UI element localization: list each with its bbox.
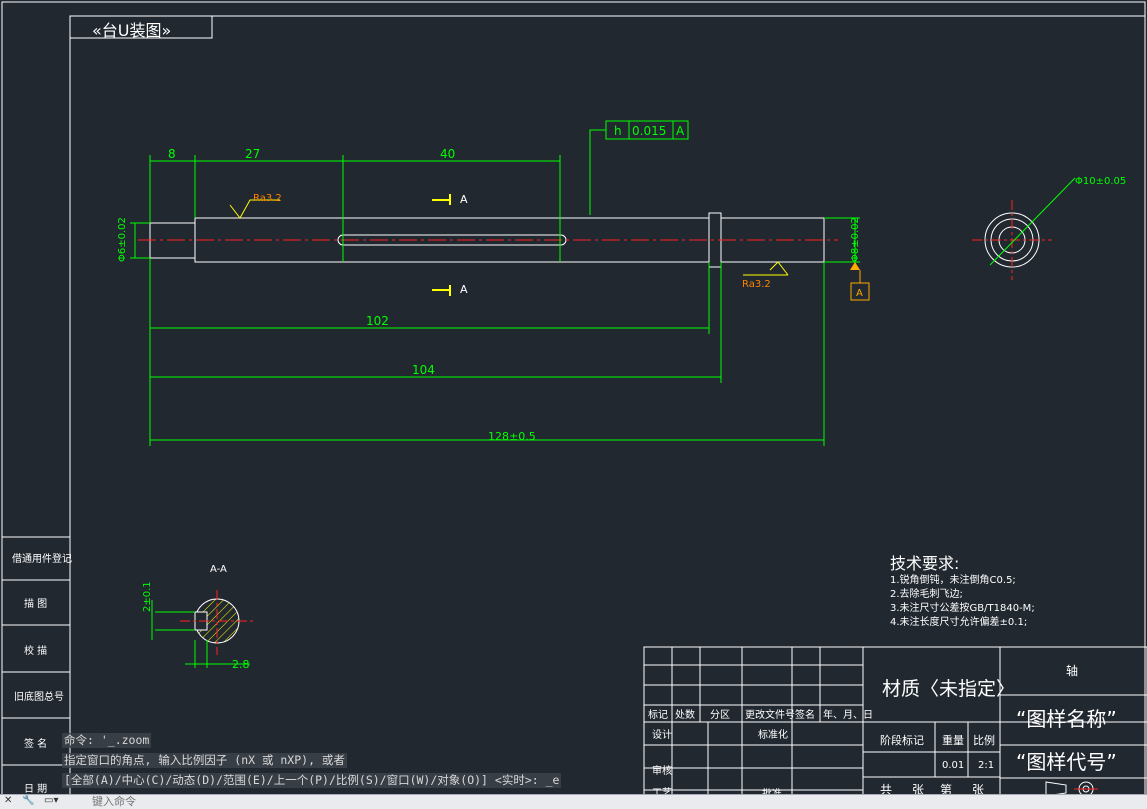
- tech-item-3: 3.未注尺寸公差按GB/T1840-M;: [890, 601, 1035, 614]
- tb-h5: 签名: [795, 708, 815, 721]
- side-row-3: 校 描: [24, 644, 47, 657]
- tb-h1: 标记: [648, 709, 668, 721]
- dim-dia-right: Φ8±0.02: [850, 217, 861, 262]
- tb-weight-label: 重量: [942, 733, 964, 747]
- dim-section-28: 2.8: [232, 658, 250, 671]
- dim-8: 8: [168, 147, 176, 161]
- roughness-1: Ra3.2: [253, 193, 282, 204]
- command-input[interactable]: [92, 795, 1092, 808]
- title-block: [643, 646, 1147, 808]
- side-row-1: 借通用件登记: [12, 552, 72, 565]
- side-row-6: 日 期: [24, 783, 47, 795]
- tech-item-2: 2.去除毛刺飞边;: [890, 587, 963, 600]
- tb-stage: 阶段标记: [880, 733, 924, 747]
- tb-s1: 共: [880, 783, 892, 797]
- tech-item-4: 4.未注长度尺寸允许偏差±0.1;: [890, 615, 1027, 628]
- dim-102: 102: [366, 314, 389, 328]
- tb-h2: 处数: [675, 708, 695, 721]
- tb-scale-label: 比例: [973, 733, 995, 747]
- dim-circle: Φ10±0.05: [1075, 176, 1126, 187]
- side-row-5: 签 名: [24, 737, 47, 750]
- tol-symbol: h: [614, 124, 622, 138]
- tb-h6: 年、月、日: [823, 708, 873, 721]
- dim-section-2: 2±0.1: [142, 581, 153, 612]
- dimension-texts: 8 27 40 102 104 128±0.5 Φ6±0.02 Φ8±0.02 …: [117, 124, 861, 443]
- dimensions: [130, 120, 860, 446]
- tech-heading: 技术要求:: [890, 554, 959, 573]
- tb-name: “图样名称”: [1016, 707, 1117, 731]
- end-view[interactable]: [972, 177, 1076, 280]
- corner-title: «台U装图»: [92, 21, 171, 40]
- roughness-symbols: [229, 199, 789, 276]
- tech-item-1: 1.锐角倒钝，未注倒角C0.5;: [890, 573, 1016, 586]
- dim-dia-left: Φ6±0.02: [117, 217, 128, 262]
- section-mark-top: A: [460, 193, 468, 206]
- datum-triangle: [850, 262, 860, 270]
- section-markers: [432, 194, 451, 296]
- tb-review: 审核: [652, 764, 672, 777]
- tb-weight: 0.01: [942, 760, 964, 771]
- roughness-2: Ra3.2: [742, 279, 771, 290]
- close-icon[interactable]: ✕: [4, 795, 13, 806]
- datum-label: A: [856, 288, 863, 299]
- command-history-line-2: 指定窗口的角点, 输入比例因子 (nX 或 nXP), 或者: [62, 753, 347, 768]
- tb-s4: 张: [972, 783, 984, 797]
- side-table: [2, 536, 70, 766]
- tb-material: 材质〈未指定〉: [882, 678, 1015, 700]
- tb-code: “图样代号”: [1016, 750, 1117, 774]
- dim-40: 40: [440, 147, 455, 161]
- dim-27: 27: [245, 147, 260, 161]
- wrench-icon[interactable]: 🔧: [22, 795, 35, 806]
- side-table-labels: 借通用件登记 描 图 校 描 旧底图总号 签 名 日 期: [12, 552, 72, 795]
- tb-standard: 标准化: [758, 728, 788, 741]
- section-mark-bottom: A: [460, 283, 468, 296]
- tol-datum: A: [676, 124, 685, 138]
- tb-scale: 2:1: [978, 760, 994, 771]
- tb-part: 轴: [1066, 663, 1078, 678]
- tb-s3: 第: [940, 783, 952, 797]
- tb-h4: 更改文件号: [745, 708, 795, 721]
- section-title: A-A: [210, 564, 227, 575]
- command-history-line-1: 命令: '_.zoom: [62, 733, 152, 748]
- dim-128: 128±0.5: [488, 430, 536, 443]
- section-view[interactable]: [151, 590, 255, 668]
- command-history-line-3: [全部(A)/中心(C)/动态(D)/范围(E)/上一个(P)/比例(S)/窗口…: [62, 773, 562, 788]
- tb-h3: 分区: [710, 709, 730, 721]
- command-prompt-icon[interactable]: ▭▾: [44, 795, 59, 806]
- side-row-2: 描 图: [24, 597, 47, 610]
- side-row-4: 旧底图总号: [14, 690, 64, 703]
- dim-104: 104: [412, 363, 435, 377]
- tb-design: 设计: [652, 728, 672, 741]
- tol-value: 0.015: [632, 124, 666, 138]
- title-block-text: 材质〈未指定〉 轴 “图样名称” “图样代号” 标记 处数 分区 更改文件号 签…: [648, 663, 1117, 800]
- tb-s2: 张: [912, 783, 924, 797]
